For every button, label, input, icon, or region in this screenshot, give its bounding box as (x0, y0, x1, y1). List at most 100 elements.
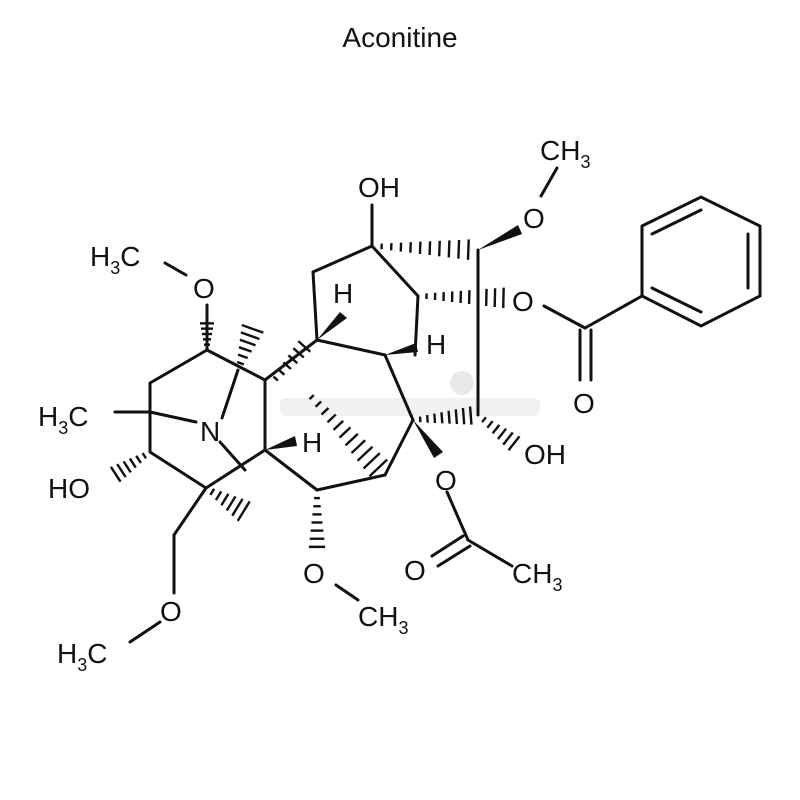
label-h3c-bottom: H3C (57, 638, 107, 675)
label-o-carbonyl: O (573, 388, 595, 419)
hash-upper-bridge-stroke (239, 338, 256, 347)
hash-center-left-stroke (297, 340, 312, 353)
hash-mid-right-stroke (468, 406, 473, 425)
hash-upper-bridge-stroke (236, 360, 245, 366)
label-ch3-bottom-mid: CH3 (358, 601, 408, 638)
bond-acetyl-ch3 (466, 538, 514, 568)
label-o-acetyl-carbonyl: O (404, 555, 426, 586)
hash-oh-right-stroke (486, 420, 494, 429)
bond-acetyl-double-b (436, 544, 472, 568)
hash-mid-right-stroke (425, 415, 429, 423)
bond-n-down (218, 440, 247, 472)
hash-oh-right-stroke (491, 424, 501, 435)
label-o-top: O (523, 203, 545, 234)
wedge-oacetyl (413, 420, 443, 458)
hash-mid-right-stroke (433, 413, 437, 424)
bond-c4 (263, 448, 319, 492)
bond-c1 (383, 353, 415, 422)
hash-lower-bridge-stroke (209, 488, 216, 496)
hash-mid-right-stroke (454, 409, 459, 425)
hash-ho-left-stroke (116, 463, 127, 478)
bond-c2 (263, 338, 319, 382)
bond-o-ch3-bottom (128, 620, 162, 644)
hash-center-right-stroke (326, 413, 337, 424)
hashed-bonds (109, 239, 521, 549)
bond-carbonyl-oester (542, 304, 587, 330)
hash-center-right-stroke (314, 400, 322, 408)
bond-r3 (311, 270, 319, 342)
hash-center-right-stroke (320, 407, 330, 416)
label-n: N (200, 416, 220, 447)
hash-center-right-stroke (362, 452, 381, 470)
hash-center-right-stroke (332, 420, 344, 431)
label-h3c-n: H3C (38, 401, 88, 438)
label-h3c-left: H3C (90, 241, 140, 278)
hash-top-right-stroke (457, 239, 461, 259)
hash-ho-left-stroke (135, 455, 142, 464)
label-o-ester: O (512, 286, 534, 317)
bond-acetyl-double-a (430, 534, 465, 558)
hash-mid-right-stroke (461, 407, 466, 425)
benzene-double-3 (650, 286, 703, 314)
hash-center-left-stroke (272, 375, 279, 382)
hash-center-left-stroke (292, 347, 305, 359)
hash-center-right-stroke (344, 432, 359, 447)
hash-center-left-stroke (277, 368, 286, 376)
hash-mid-right-stroke (440, 412, 444, 424)
bond-c8 (148, 450, 208, 490)
diagram-title: Aconitine (342, 22, 458, 53)
hash-center-right-stroke (356, 445, 374, 462)
hash-ho-left-stroke (128, 457, 137, 469)
wedge-bonds (172, 225, 522, 538)
label-h-b: H (426, 329, 446, 360)
benzene-ring-outline (640, 195, 762, 328)
bond-phenyl-carbonyl (583, 294, 644, 330)
hash-upper-bridge-stroke (240, 331, 260, 341)
bond-c6 (383, 418, 415, 477)
benzene-double-1 (650, 208, 703, 236)
hash-center-left-stroke (287, 354, 299, 365)
wedge-h-c (265, 436, 297, 450)
hash-top-right-stroke (437, 240, 441, 257)
bond-c5 (315, 473, 387, 492)
hash-top-right-stroke (428, 241, 432, 256)
hash-center-right-stroke (308, 394, 315, 400)
hash-mid-right-stroke (447, 410, 451, 424)
hash-upper-bridge-stroke (237, 353, 249, 360)
hash-lower-bridge-stroke (236, 500, 251, 522)
bond-oleft-ch3 (163, 261, 188, 277)
hash-lower-bridge-stroke (231, 498, 244, 517)
hash-upper-bridge-stroke (241, 323, 264, 334)
hash-lower-bridge-stroke (225, 495, 237, 512)
hash-top-right-stroke (447, 240, 451, 258)
bond-oacetyl-c (445, 490, 470, 542)
hash-oh-right-stroke (502, 431, 514, 446)
hash-upper-bridge-stroke (238, 346, 253, 353)
hash-oh-right-stroke (481, 416, 487, 423)
bond-n-up (220, 368, 240, 420)
hash-ho-left-stroke (141, 452, 148, 460)
bond-c10 (148, 348, 209, 385)
label-o-bottom-left: O (160, 596, 182, 627)
wedge-top-ome (478, 225, 522, 250)
hash-ho-left-stroke (122, 460, 132, 474)
label-h-c: H (302, 427, 322, 458)
label-oh-top: OH (358, 172, 400, 203)
wedge-ch2 (172, 488, 206, 538)
label-h-a: H (333, 278, 353, 309)
hash-lower-bridge-stroke (220, 493, 230, 506)
bond-c7 (204, 448, 267, 490)
hash-center-left-stroke (282, 361, 292, 370)
bond-n-methyl-right (148, 410, 198, 424)
hash-ho-left-stroke (109, 466, 122, 483)
hash-oh-right-stroke (507, 435, 521, 451)
label-o-bottom-mid: O (303, 558, 325, 589)
hash-center-right-stroke (338, 426, 352, 439)
bond-obottom-ch3 (334, 583, 360, 602)
wedge-h-a (317, 312, 347, 340)
hash-center-right-stroke (368, 458, 388, 478)
label-ho-left: HO (48, 473, 90, 504)
label-ch3-top: CH3 (540, 135, 590, 172)
